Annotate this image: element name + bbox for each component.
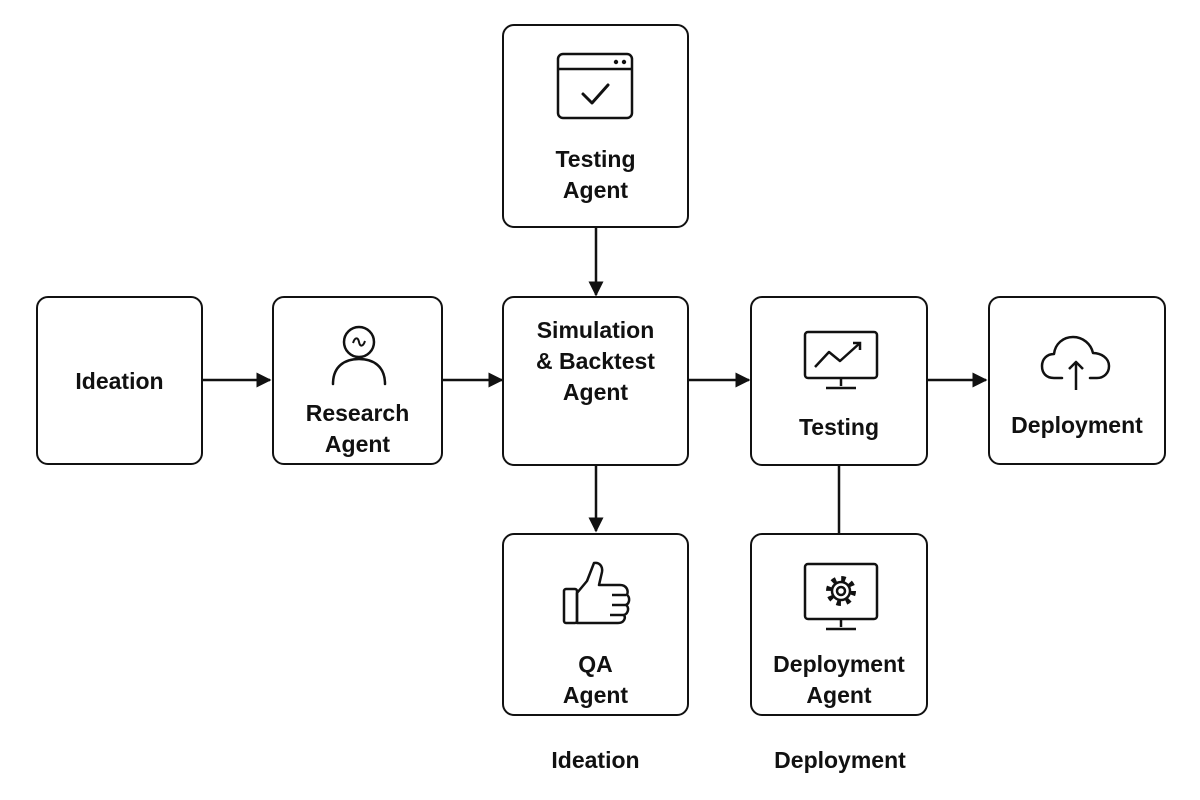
deployment-label: Deployment [1011, 412, 1143, 438]
caption-ideation: Ideation [551, 747, 640, 773]
simulation-backtest-agent-label: Simulation & Backtest Agent [536, 317, 655, 405]
testing-agent-label: Testing Agent [555, 146, 636, 203]
caption-deployment: Deployment [774, 747, 906, 773]
qa-agent-node: QA Agent [502, 533, 689, 716]
research-agent-node: Research Agent [272, 296, 443, 465]
qa-agent-label: QA Agent [562, 651, 629, 708]
cloud-upload-icon [1040, 335, 1111, 390]
thumbs-up-icon [562, 561, 631, 625]
simulation-backtest-agent-node: Simulation & Backtest Agent [502, 296, 689, 466]
testing-node: Testing [750, 296, 928, 466]
ideation-node: Ideation [36, 296, 203, 465]
person-icon [331, 325, 387, 386]
deployment-agent-node: Deployment Agent [750, 533, 928, 716]
testing-agent-node: Testing Agent [502, 24, 689, 228]
deployment-node: Deployment [988, 296, 1166, 465]
deployment-agent-label: Deployment Agent [773, 651, 905, 708]
testing-label: Testing [798, 414, 880, 440]
research-agent-label: Research Agent [305, 400, 410, 457]
ideation-label: Ideation [75, 368, 164, 394]
monitor-gear-icon [803, 562, 879, 631]
monitor-chart-icon [803, 330, 879, 390]
browser-check-icon [556, 52, 634, 120]
